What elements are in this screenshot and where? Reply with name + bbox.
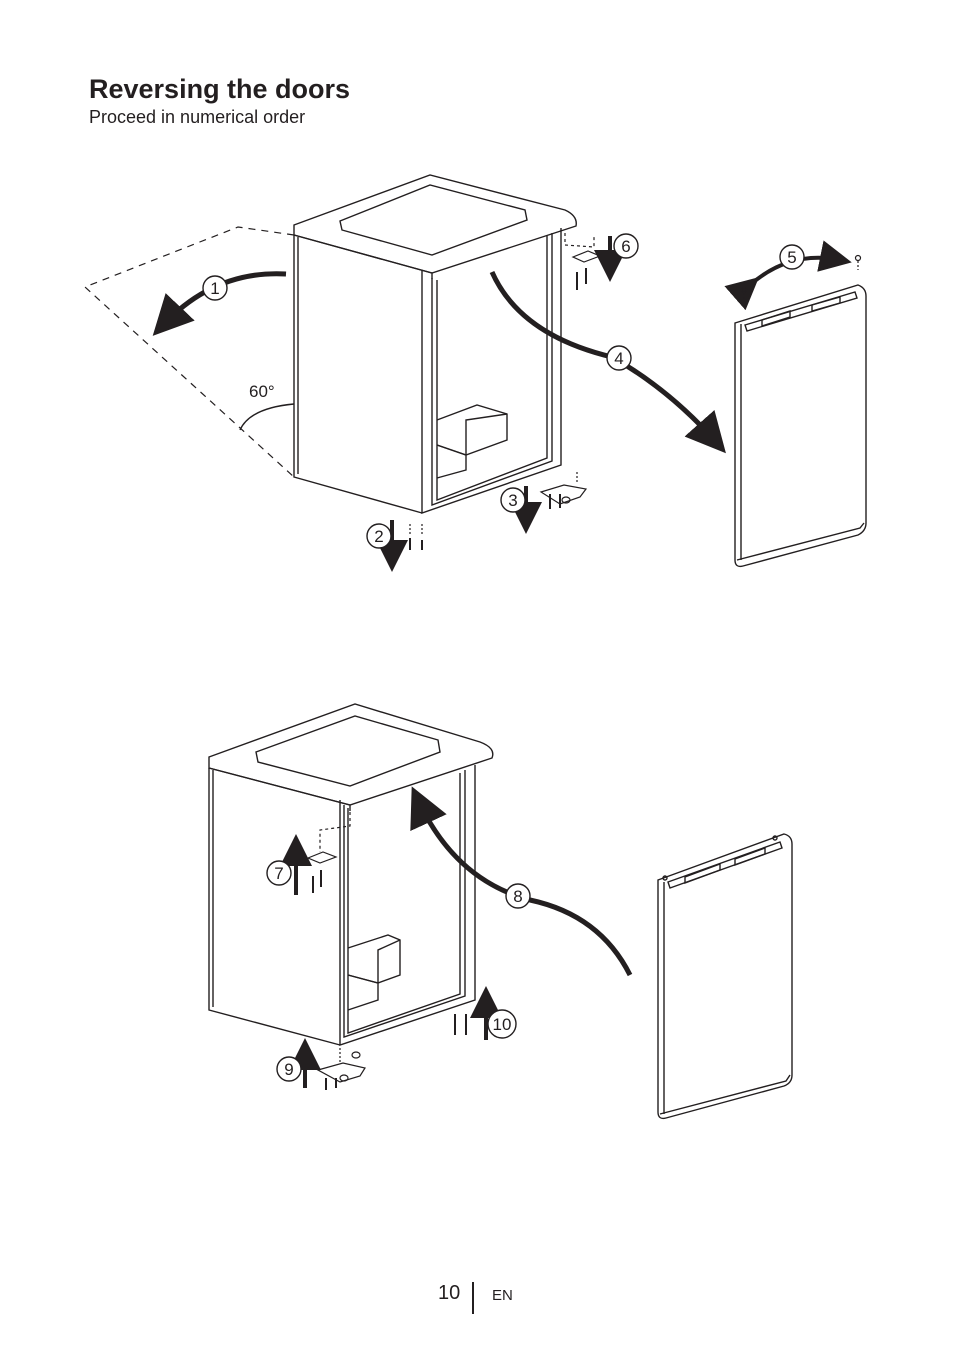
step-1-label: 1 [210, 279, 219, 298]
door-pins [740, 254, 862, 302]
top-hinge-step6 [564, 233, 602, 290]
page-subtitle: Proceed in numerical order [89, 107, 306, 127]
arrow-4 [489, 270, 726, 454]
footer-divider [472, 1282, 474, 1314]
step-8-label: 8 [513, 887, 522, 906]
detached-door-bottom [657, 833, 793, 1120]
language-code: EN [492, 1287, 513, 1304]
detached-door-top [734, 284, 867, 568]
angle-arc [239, 403, 295, 431]
bottom-hinge-step9 [316, 1048, 366, 1090]
step-5-label: 5 [787, 248, 796, 267]
page-number: 10 [438, 1282, 461, 1304]
top-fridge [293, 174, 577, 514]
step-7-label: 7 [274, 864, 283, 883]
step-9-label: 9 [284, 1060, 293, 1079]
bottom-fridge [208, 703, 494, 1046]
bottom-hinge-step3 [539, 472, 588, 509]
step-2-label: 2 [374, 527, 383, 546]
step-10-label: 10 [493, 1015, 512, 1034]
open-door-outline [83, 226, 295, 478]
angle-label: 60° [249, 382, 275, 401]
top-hinge-step7 [306, 812, 351, 893]
foot-screws-step2 [409, 524, 423, 550]
step-4-label: 4 [614, 349, 623, 368]
step-3-label: 3 [508, 491, 517, 510]
foot-screws-step10 [454, 1014, 467, 1035]
page-title: Reversing the doors [89, 74, 351, 104]
step-6-label: 6 [621, 237, 630, 256]
